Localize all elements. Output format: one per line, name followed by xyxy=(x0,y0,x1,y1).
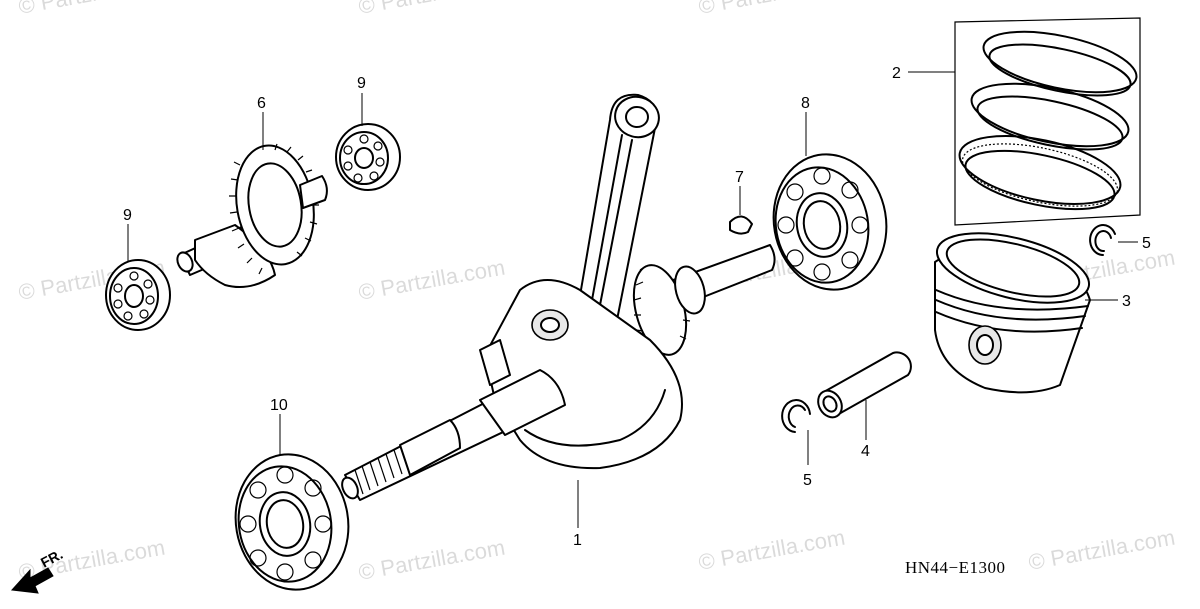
callout-5-upper: 5 xyxy=(1142,235,1151,252)
ring-groove-1 xyxy=(935,289,1089,311)
front-arrow-icon xyxy=(10,567,54,594)
timing-gear xyxy=(632,264,706,356)
watermark: © Partzilla.com xyxy=(17,0,167,19)
bearing-outer-race xyxy=(774,166,870,284)
piston-crown-inner xyxy=(945,238,1081,298)
callout-7: 7 xyxy=(735,169,744,186)
gear-hub xyxy=(247,162,303,248)
crankshaft xyxy=(341,93,776,501)
small-bearing-upper xyxy=(335,123,401,191)
callout-2: 2 xyxy=(892,65,901,82)
ring-set-frame xyxy=(954,17,1141,226)
ring-groove-3 xyxy=(935,311,1083,333)
balancer-lobe xyxy=(479,339,511,386)
rod-web xyxy=(591,134,633,306)
clip-ring-inner xyxy=(787,404,806,428)
oil-ring-inner xyxy=(964,149,1116,211)
bearing-balls xyxy=(113,271,155,321)
wrist-pin-hole xyxy=(976,334,994,356)
callout-9-upper: 9 xyxy=(357,75,366,92)
pin-clip-lower xyxy=(781,399,811,433)
bearing-outer-race xyxy=(339,131,389,185)
piston xyxy=(934,232,1091,394)
crank-pin-hole xyxy=(540,317,560,333)
woodruff-key xyxy=(729,215,753,235)
clip-ring-inner xyxy=(1094,230,1112,253)
ring-groove-2 xyxy=(935,299,1086,321)
bearing-balls xyxy=(777,167,869,281)
balancer-shaft xyxy=(176,143,328,288)
bearing-outer-race xyxy=(237,465,333,583)
pin-bore xyxy=(822,395,838,413)
small-bearing-left xyxy=(105,259,171,331)
callout-1: 1 xyxy=(573,532,582,549)
bearing-inner-race xyxy=(258,491,312,557)
callout-4: 4 xyxy=(861,443,870,460)
watermark: © Partzilla.com xyxy=(357,0,507,19)
top-ring-inner xyxy=(988,43,1132,97)
piston-ring-set xyxy=(954,17,1141,226)
bearing-outer-race xyxy=(109,267,159,325)
oil-ring-rail xyxy=(961,143,1119,207)
callout-9-left: 9 xyxy=(123,207,132,224)
watermark: © Partzilla.com xyxy=(357,535,507,585)
diagram-code: HN44−E1300 xyxy=(905,558,1006,577)
second-ring xyxy=(970,82,1130,148)
gear-teeth xyxy=(229,143,319,275)
watermark: © Partzilla.com xyxy=(697,525,847,575)
balancer-shaft-right xyxy=(299,175,328,209)
balancer-shaft-end xyxy=(176,251,194,273)
bearing-inner-race xyxy=(795,192,849,258)
watermark: © Partzilla.com xyxy=(697,0,847,19)
bearing-bore xyxy=(802,200,842,250)
shaft-end xyxy=(341,476,359,500)
spline xyxy=(354,449,403,495)
callout-8: 8 xyxy=(801,95,810,112)
callout-10: 10 xyxy=(270,397,288,414)
bearing-bore xyxy=(354,147,374,169)
callout-3: 3 xyxy=(1122,293,1131,310)
watermark: © Partzilla.com xyxy=(357,255,507,305)
piston-crown xyxy=(935,232,1091,304)
callouts: 1 2 3 4 5 5 6 7 8 9 9 10 xyxy=(123,65,1151,549)
pin-clip-upper xyxy=(1089,224,1116,256)
key-body xyxy=(729,215,753,235)
callout-6: 6 xyxy=(257,95,266,112)
watermark: © Partzilla.com xyxy=(1027,525,1177,575)
bearing-balls xyxy=(343,134,385,183)
bearing-balls xyxy=(239,466,332,581)
bearing-bore xyxy=(124,284,144,308)
leader-lines xyxy=(127,71,1138,528)
small-end-bore xyxy=(625,106,649,128)
shaft-shoulder xyxy=(479,369,566,436)
clip-ring xyxy=(781,399,811,433)
clip-ring xyxy=(1089,224,1116,256)
oil-ring xyxy=(958,135,1122,205)
crank-web-edge xyxy=(524,389,666,447)
bearing-left xyxy=(234,453,350,591)
pin-body xyxy=(821,351,912,416)
second-ring-inner xyxy=(976,95,1124,151)
piston-pin xyxy=(817,351,912,419)
shaft-step xyxy=(399,419,461,476)
bearing-right xyxy=(772,153,888,291)
bearing-bore xyxy=(265,499,305,549)
callout-5-lower: 5 xyxy=(803,472,812,489)
